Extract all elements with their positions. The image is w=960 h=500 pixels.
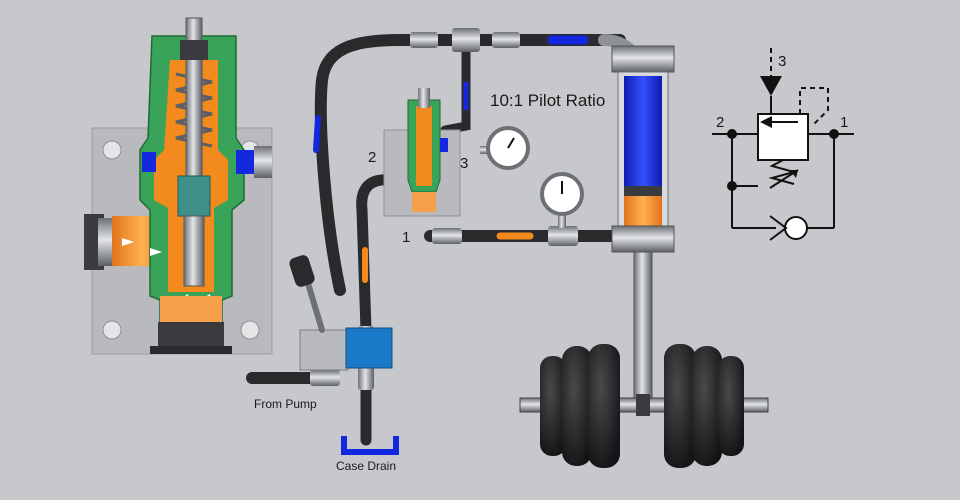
pilot-port-right bbox=[236, 150, 256, 174]
control-body bbox=[299, 329, 349, 371]
valve-port-2-label: 2 bbox=[368, 149, 376, 166]
schematic-port-1-label: 1 bbox=[840, 114, 848, 131]
fitting bbox=[410, 32, 438, 48]
cylinder-rod bbox=[633, 251, 653, 403]
cylinder-cap-bottom bbox=[611, 225, 675, 253]
hose-top bbox=[314, 34, 626, 296]
from-pump-label: From Pump bbox=[254, 397, 317, 411]
block-bolt-hole bbox=[102, 320, 122, 340]
pilot-ratio-label: 10:1 Pilot Ratio bbox=[490, 91, 605, 110]
adjuster-nut bbox=[180, 40, 208, 60]
weight-plates-left bbox=[540, 344, 620, 468]
pilot-piston bbox=[183, 215, 205, 287]
fitting bbox=[432, 228, 462, 244]
check-valve-ball bbox=[784, 216, 808, 240]
control-solenoid-blue bbox=[345, 327, 393, 369]
weight-plates-right bbox=[664, 344, 744, 468]
lever-handle bbox=[289, 255, 315, 287]
valve-port-3-label: 3 bbox=[460, 155, 468, 172]
pilot-line bbox=[440, 39, 471, 135]
cylinder-fluid-orange bbox=[624, 196, 662, 226]
gauge-stem bbox=[558, 208, 566, 228]
directional-control-valve bbox=[289, 255, 393, 371]
case-drain-tank bbox=[341, 436, 399, 455]
pilot-arrow bbox=[760, 76, 782, 96]
rod-clevis bbox=[636, 394, 650, 416]
cylinder-cap-top bbox=[611, 45, 675, 73]
pressure-gauge-lower bbox=[540, 172, 584, 228]
poppet bbox=[177, 175, 211, 217]
side-port-thread bbox=[98, 218, 114, 266]
fitting bbox=[310, 370, 340, 386]
gauge-tee bbox=[548, 226, 578, 246]
valve-adjuster bbox=[418, 88, 430, 108]
valve-port-1-label: 1 bbox=[402, 229, 410, 246]
internal-pilot bbox=[799, 87, 829, 127]
dumbbell-load bbox=[519, 344, 769, 468]
hydraulic-cylinder bbox=[611, 45, 675, 403]
bottom-thread bbox=[158, 322, 224, 346]
cutaway-valve bbox=[84, 17, 273, 355]
pilot-ratio-box bbox=[484, 86, 610, 114]
fitting bbox=[492, 32, 520, 48]
fitting bbox=[358, 366, 374, 390]
counterbalance-valve bbox=[383, 88, 461, 217]
valve-cartridge-core bbox=[416, 106, 432, 186]
valve-port-blue bbox=[440, 138, 448, 152]
cylinder-piston bbox=[624, 186, 662, 196]
flow-arrow bbox=[760, 116, 772, 128]
block-bolt-hole bbox=[240, 320, 260, 340]
counterbalance-schematic bbox=[712, 48, 854, 241]
valve-outlet bbox=[412, 192, 436, 212]
hose-top-blue bbox=[313, 115, 321, 153]
case-drain-label: Case Drain bbox=[336, 459, 396, 473]
cylinder-fluid-blue bbox=[624, 76, 662, 186]
adjust-arrow bbox=[790, 170, 798, 178]
block-bolt-hole bbox=[102, 140, 122, 160]
right-fitting bbox=[254, 146, 272, 178]
schematic-port-2-label: 2 bbox=[716, 114, 724, 131]
check-valve-seat bbox=[769, 215, 788, 241]
pressure-gauge-upper bbox=[480, 126, 530, 170]
tee-fitting bbox=[452, 28, 480, 52]
pilot-port-left bbox=[142, 152, 156, 172]
schematic-port-3-label: 3 bbox=[778, 53, 786, 70]
bottom-seal bbox=[150, 346, 232, 354]
gauge-needle bbox=[507, 137, 515, 149]
